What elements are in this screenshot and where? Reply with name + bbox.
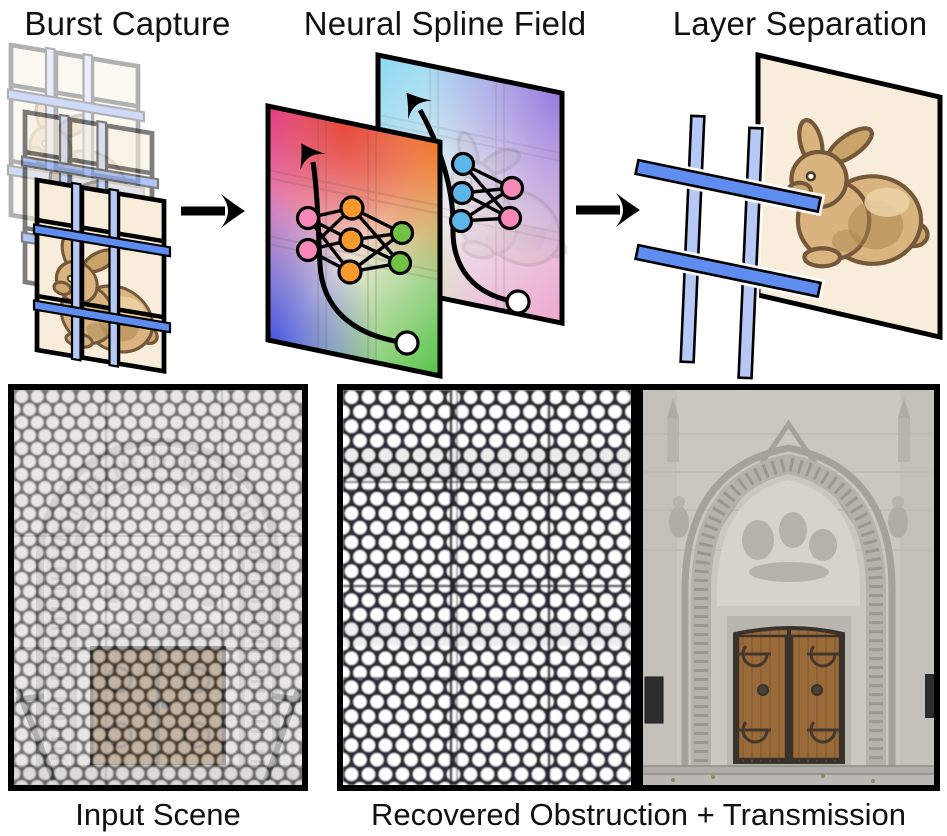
arrow-right-icon (576, 193, 640, 227)
burst-capture-illustration (8, 41, 170, 375)
recovered-transmission-photo (637, 384, 940, 791)
stage-title-layer-separation: Layer Separation (672, 5, 928, 42)
arrow-right-icon (181, 194, 245, 228)
neural-spline-field-illustration (265, 51, 568, 379)
recovered-obstruction-photo (337, 384, 637, 791)
stage-title-neural-spline-field: Neural Spline Field (303, 5, 587, 42)
pipeline-illustration (0, 0, 943, 383)
spline-curve-arrow (288, 135, 408, 346)
caption-input-scene: Input Scene (75, 797, 241, 832)
stage-title-burst-capture: Burst Capture (24, 5, 231, 42)
input-scene-photo (8, 384, 308, 791)
layer-separation-illustration (630, 51, 943, 383)
caption-recovered: Recovered Obstruction + Transmission (371, 797, 906, 832)
